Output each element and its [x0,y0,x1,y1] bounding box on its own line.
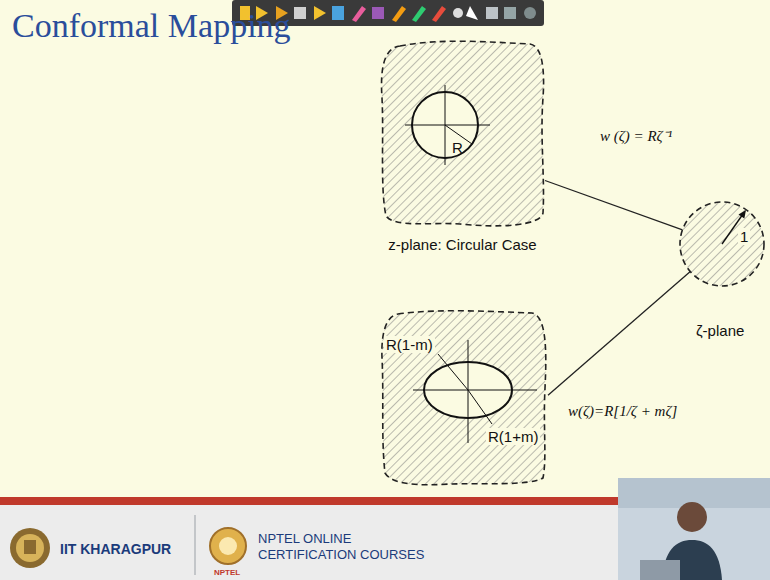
semi-axis-leader [438,354,468,390]
radius-label: R [452,139,463,156]
z-plane-region [382,41,544,226]
mapping-line [548,272,690,396]
x-axis [413,390,537,391]
mapping-line [545,181,682,230]
plane-circle: 1ζ-plane [678,200,766,288]
z-plane-region [382,311,546,485]
region-outline [678,200,766,288]
unit-circle [680,202,764,286]
plane-caption: ζ-plane [696,322,744,339]
region-outline [380,308,548,486]
y-axis [468,340,469,443]
presenter-video [618,478,770,580]
slide-title: Conformal Mapping [12,6,291,45]
semi-axis-label: R(1+m) [486,428,540,445]
radius-arrowhead [739,210,747,219]
x-axis [405,125,490,126]
mapping-function: w(ζ)=R[1/ζ + mζ] [566,403,679,420]
mapping-function: w (ζ) = Rζ⁻¹ [598,128,674,145]
semi-axis-label: R(1-m) [384,336,435,353]
region-outline [380,38,545,228]
plane-caption: z-plane: Circular Case [370,236,555,253]
semi-axis-leader [468,390,492,424]
plane-region: R(1-m) R(1+m) [380,308,548,486]
radius-label: 1 [738,228,750,245]
iit-logo [10,528,50,568]
plane-region: Rz-plane: Circular Case [380,38,545,228]
nptel-logo [210,528,246,564]
logo-caption: NPTEL [214,568,240,577]
institute-name: IIT KHARAGPUR [60,541,171,557]
course-banner: NPTEL ONLINE CERTIFICATION COURSES [258,531,448,564]
